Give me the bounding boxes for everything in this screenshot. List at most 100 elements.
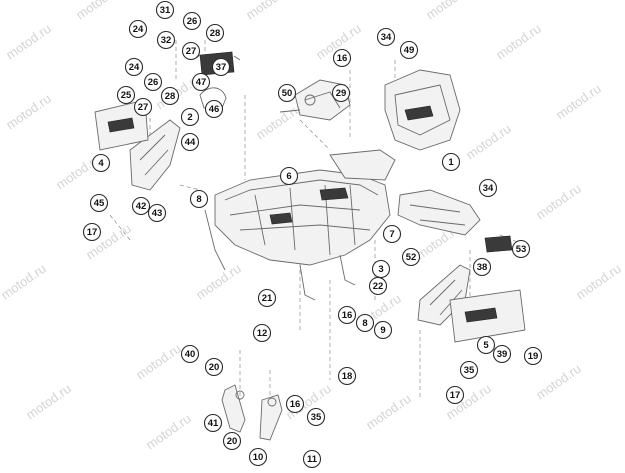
callout-number: 27 bbox=[186, 46, 197, 57]
callout-ring bbox=[511, 239, 531, 259]
callout-number: 28 bbox=[165, 91, 176, 102]
callout-ring bbox=[91, 153, 111, 173]
part-callout-50: 50 bbox=[277, 83, 297, 103]
callout-layer: 3124263227283724262527284746244484243451… bbox=[82, 0, 543, 469]
part-callout-16: 16 bbox=[285, 394, 305, 414]
callout-number: 34 bbox=[483, 183, 494, 194]
watermark-text: motod.ru bbox=[493, 21, 544, 63]
part-callout-27: 27 bbox=[181, 41, 201, 61]
part-callout-5: 5 bbox=[476, 335, 496, 355]
callout-number: 32 bbox=[161, 35, 172, 46]
callout-number: 10 bbox=[253, 452, 264, 463]
callout-ring bbox=[143, 72, 163, 92]
callout-number: 20 bbox=[227, 436, 238, 447]
callout-ring bbox=[203, 413, 223, 433]
callout-number: 2 bbox=[187, 112, 192, 123]
part-callout-35: 35 bbox=[459, 360, 479, 380]
callout-number: 9 bbox=[380, 325, 385, 336]
callout-number: 16 bbox=[337, 53, 348, 64]
callout-ring bbox=[401, 247, 421, 267]
part-callout-53: 53 bbox=[511, 239, 531, 259]
part-callout-8: 8 bbox=[189, 189, 209, 209]
callout-number: 38 bbox=[477, 262, 488, 273]
part-callout-42: 42 bbox=[131, 196, 151, 216]
watermark-text: motod.ru bbox=[363, 391, 414, 433]
callout-number: 18 bbox=[342, 371, 353, 382]
callout-number: 27 bbox=[138, 102, 149, 113]
left-footpeg-bracket bbox=[94, 99, 181, 191]
part-callout-35: 35 bbox=[306, 407, 326, 427]
callout-number: 28 bbox=[210, 28, 221, 39]
part-callout-46: 46 bbox=[204, 99, 224, 119]
watermark-text: motod.ru bbox=[553, 81, 604, 123]
callout-number: 16 bbox=[342, 310, 353, 321]
callout-ring bbox=[182, 11, 202, 31]
watermark-text: motod.ru bbox=[573, 261, 624, 303]
callout-number: 40 bbox=[185, 349, 196, 360]
callout-number: 7 bbox=[389, 229, 394, 240]
callout-ring bbox=[459, 360, 479, 380]
callout-ring bbox=[133, 97, 153, 117]
watermark-text: motod.ru bbox=[533, 361, 584, 403]
clamp-46 bbox=[199, 87, 227, 109]
callout-number: 35 bbox=[464, 365, 475, 376]
main-frame bbox=[204, 149, 396, 301]
callout-ring bbox=[441, 152, 461, 172]
callout-number: 17 bbox=[450, 390, 461, 401]
part-callout-27: 27 bbox=[133, 97, 153, 117]
part-callout-41: 41 bbox=[203, 413, 223, 433]
callout-ring bbox=[180, 344, 200, 364]
callout-number: 25 bbox=[121, 90, 132, 101]
callout-number: 12 bbox=[257, 328, 268, 339]
watermark-text: motod.ru bbox=[533, 181, 584, 223]
callout-ring bbox=[211, 57, 231, 77]
callout-ring bbox=[131, 196, 151, 216]
callout-ring bbox=[257, 288, 277, 308]
callout-number: 24 bbox=[129, 62, 140, 73]
callout-number: 49 bbox=[404, 45, 415, 56]
callout-number: 1 bbox=[448, 157, 454, 168]
part-callout-2: 2 bbox=[180, 107, 200, 127]
part-callout-28: 28 bbox=[160, 86, 180, 106]
part-callout-43: 43 bbox=[147, 203, 167, 223]
callout-ring bbox=[155, 0, 175, 20]
callout-ring bbox=[399, 40, 419, 60]
watermark-text: motod.ru bbox=[133, 341, 184, 383]
callout-ring bbox=[332, 48, 352, 68]
callout-number: 21 bbox=[262, 293, 273, 304]
part-callout-49: 49 bbox=[399, 40, 419, 60]
part-callout-44: 44 bbox=[180, 132, 200, 152]
part-callout-25: 25 bbox=[116, 85, 136, 105]
callout-ring bbox=[331, 83, 351, 103]
callout-number: 22 bbox=[373, 281, 384, 292]
callout-number: 8 bbox=[362, 318, 367, 329]
callout-ring bbox=[252, 323, 272, 343]
part-callout-16: 16 bbox=[332, 48, 352, 68]
callout-ring bbox=[160, 86, 180, 106]
callout-number: 50 bbox=[282, 88, 293, 99]
callout-number: 26 bbox=[187, 16, 198, 27]
part-callout-37: 37 bbox=[211, 57, 231, 77]
lower-levers bbox=[221, 384, 283, 441]
callout-ring bbox=[368, 276, 388, 296]
part-callout-34: 34 bbox=[478, 178, 498, 198]
part-callout-18: 18 bbox=[337, 366, 357, 386]
callout-number: 6 bbox=[286, 171, 291, 182]
part-callout-1: 1 bbox=[441, 152, 461, 172]
part-callout-9: 9 bbox=[373, 320, 393, 340]
callout-ring bbox=[373, 320, 393, 340]
callout-number: 11 bbox=[307, 454, 318, 465]
callout-ring bbox=[279, 166, 299, 186]
callout-ring bbox=[248, 447, 268, 467]
callout-number: 31 bbox=[160, 5, 171, 16]
callout-number: 34 bbox=[381, 32, 392, 43]
part-callout-22: 22 bbox=[368, 276, 388, 296]
watermark-text: motod.ru bbox=[253, 101, 304, 143]
callout-ring bbox=[181, 41, 201, 61]
watermark-text: motod.ru bbox=[73, 0, 124, 22]
callout-number: 35 bbox=[311, 412, 322, 423]
part-callout-20: 20 bbox=[222, 431, 242, 451]
part-callout-6: 6 bbox=[279, 166, 299, 186]
callout-number: 8 bbox=[196, 194, 201, 205]
